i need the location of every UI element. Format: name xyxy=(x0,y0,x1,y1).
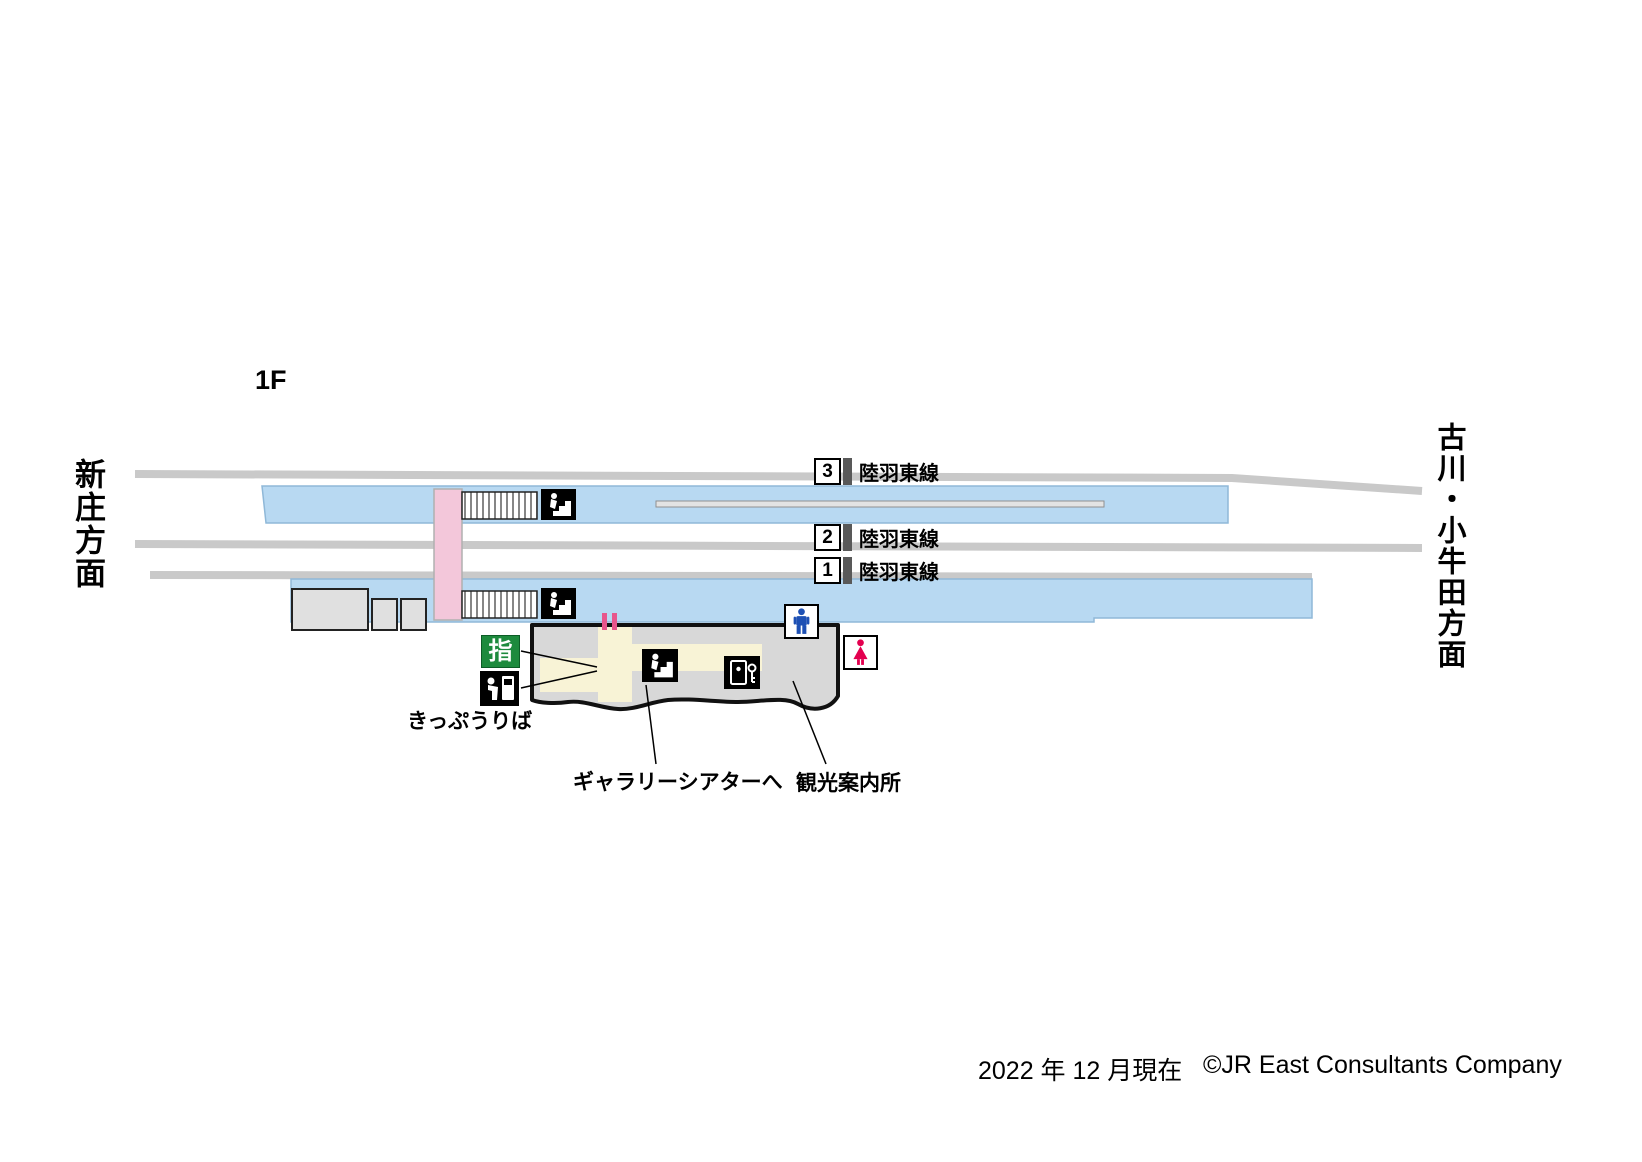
reserved-seat-icon: 指 xyxy=(481,635,520,668)
leader-line-reserved-seat xyxy=(520,650,598,668)
leader-line-tourist-info xyxy=(792,680,827,765)
ticket-gate-marks xyxy=(602,613,607,630)
ticket-gate-marks xyxy=(612,613,617,630)
floor-label: 1F xyxy=(255,365,287,395)
copyright: ©JR East Consultants Company xyxy=(1203,1051,1562,1079)
stairs-icon xyxy=(642,649,678,682)
outbuilding-large xyxy=(291,588,369,631)
tourist-info-label: 観光案内所 xyxy=(796,772,901,795)
stairs-hatched-lower xyxy=(461,590,538,619)
map-date: 2022 年 12 月現在 xyxy=(978,1057,1183,1085)
platform-number-badge: 1 xyxy=(814,557,841,584)
track-line-2 xyxy=(134,540,1423,552)
outbuilding-small-1 xyxy=(371,598,398,631)
platform-number-badge: 3 xyxy=(814,458,841,485)
stairs-icon xyxy=(541,489,576,520)
ticket-office-label: きっぷうりば xyxy=(407,710,533,733)
platform-badge-tab xyxy=(843,557,852,584)
stairs-icon xyxy=(541,588,576,619)
overpass-bridge xyxy=(433,488,463,621)
mens-toilet-icon xyxy=(784,604,819,639)
direction-left-label: 新庄方面 xyxy=(70,458,105,590)
platform-badge-tab xyxy=(843,458,852,485)
womens-toilet-icon xyxy=(843,635,878,670)
stairs-hatched-upper xyxy=(461,491,538,520)
platform-line-label: 陸羽東線 xyxy=(859,529,939,551)
platform-line-label: 陸羽東線 xyxy=(859,463,939,485)
platform-edge-marker xyxy=(655,500,1105,508)
platform-badge-tab xyxy=(843,524,852,551)
platform-1-label: 1 陸羽東線 xyxy=(814,557,939,584)
platform-3-label: 3 陸羽東線 xyxy=(814,458,939,485)
outbuilding-small-2 xyxy=(400,598,427,631)
track-line-3 xyxy=(134,470,1423,495)
ticket-machine-icon xyxy=(480,671,519,706)
platform-2-label: 2 陸羽東線 xyxy=(814,524,939,551)
direction-right-label: 古川・小牛田方面 xyxy=(1433,422,1465,670)
track-line-1 xyxy=(149,571,1313,581)
coin-locker-icon xyxy=(724,656,760,689)
platform-number-badge: 2 xyxy=(814,524,841,551)
leader-line-gallery-theater xyxy=(645,684,657,765)
platform-line-label: 陸羽東線 xyxy=(859,562,939,584)
gallery-theater-label: ギャラリーシアターへ xyxy=(573,771,783,794)
leader-line-ticket-office xyxy=(520,670,598,689)
